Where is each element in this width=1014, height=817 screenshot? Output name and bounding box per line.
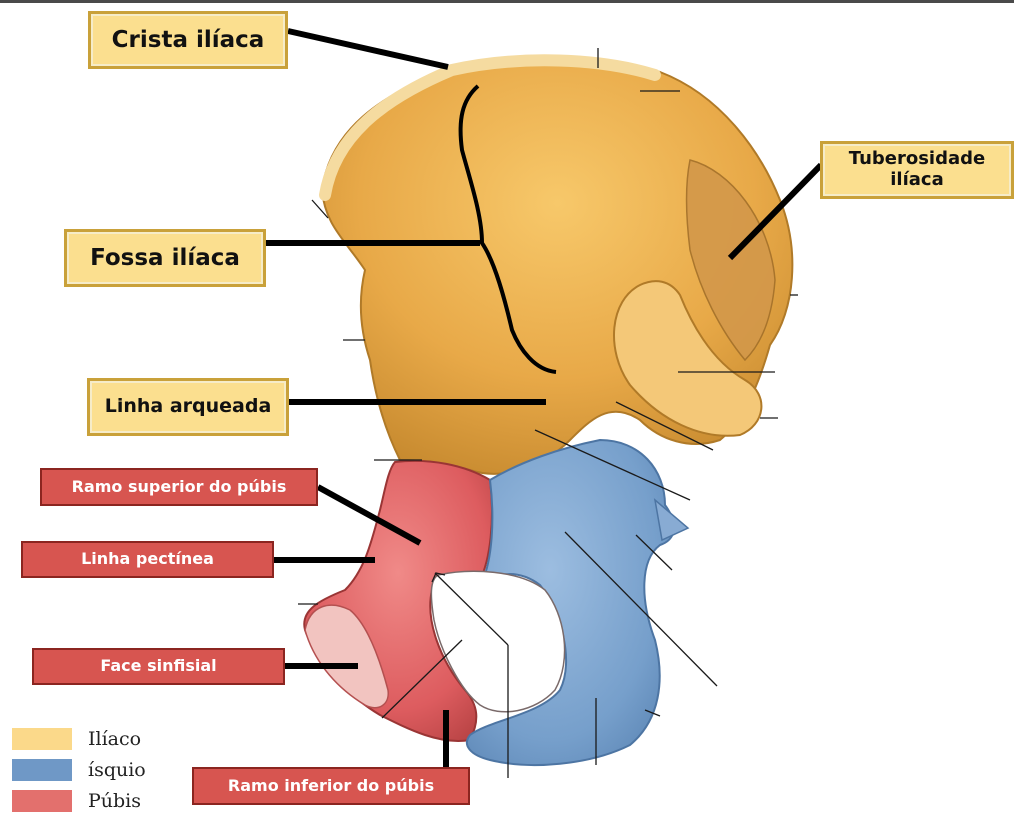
legend-swatch-pubis — [12, 790, 72, 812]
label-ramo-inferior-pubis: Ramo inferior do púbis — [192, 767, 470, 805]
legend-label-pubis: Púbis — [88, 790, 141, 812]
legend-item-iliaco: Ilíaco — [12, 728, 162, 754]
label-linha-pectinea: Linha pectínea — [21, 541, 274, 578]
label-linha-arqueada: Linha arqueada — [87, 378, 289, 436]
legend-swatch-iliaco — [12, 728, 72, 750]
label-face-sinfisial: Face sinfisial — [32, 648, 285, 685]
label-fossa-iliaca: Fossa ilíaca — [64, 229, 266, 287]
label-ramo-superior-pubis: Ramo superior do púbis — [40, 468, 318, 506]
label-crista-iliaca: Crista ilíaca — [88, 11, 288, 69]
legend-swatch-isquio — [12, 759, 72, 781]
label-tuberosidade-iliaca: Tuberosidade ilíaca — [820, 141, 1014, 199]
legend-label-iliaco: Ilíaco — [88, 728, 141, 750]
legend-item-isquio: ísquio — [12, 759, 162, 785]
legend-label-isquio: ísquio — [88, 759, 146, 781]
legend-item-pubis: Púbis — [12, 790, 162, 816]
